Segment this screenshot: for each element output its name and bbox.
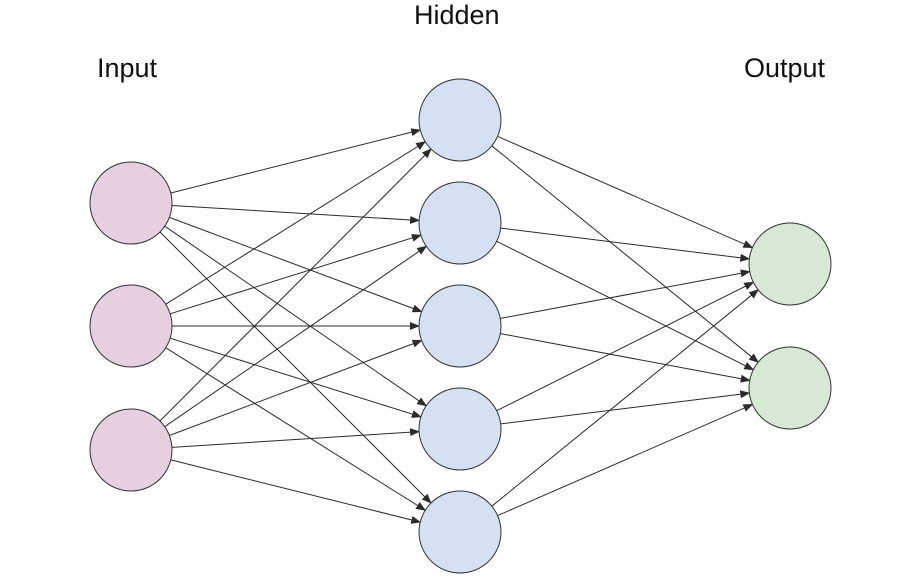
output-layer-label: Output: [744, 53, 826, 83]
hidden-node-2: [418, 181, 502, 265]
connection-input-2-to-hidden-1: [165, 141, 427, 305]
connection-input-1-to-hidden-5: [159, 231, 432, 504]
connection-input-1-to-hidden-4: [164, 225, 428, 407]
connection-input-1-to-hidden-1: [170, 128, 422, 194]
connection-input-3-to-hidden-1: [159, 148, 432, 422]
connection-hidden-1-to-output-1: [497, 135, 754, 249]
connections: [159, 128, 759, 524]
hidden-node-5: [418, 490, 502, 574]
connection-input-3-to-hidden-3: [169, 339, 423, 436]
connection-hidden-1-to-output-2: [491, 145, 759, 363]
connection-input-1-to-hidden-3: [169, 216, 423, 313]
connection-input-2-to-hidden-4: [169, 337, 422, 418]
hidden-layer-label: Hidden: [414, 0, 500, 30]
input-node-2: [89, 284, 173, 368]
input-layer-label: Input: [97, 53, 158, 83]
connection-hidden-3-to-output-2: [500, 333, 751, 383]
connection-input-3-to-hidden-2: [164, 245, 428, 428]
connection-hidden-5-to-output-2: [497, 403, 754, 517]
hidden-node-4: [418, 387, 502, 471]
neurons: [89, 78, 832, 574]
connection-input-3-to-hidden-5: [170, 459, 422, 524]
connection-input-3-to-hidden-4: [171, 428, 421, 448]
connection-input-2-to-hidden-2: [169, 234, 422, 315]
connection-hidden-4-to-output-2: [500, 390, 751, 425]
output-node-1: [748, 222, 832, 306]
connection-input-2-to-hidden-5: [165, 347, 427, 511]
output-node-2: [748, 346, 832, 430]
input-node-3: [89, 408, 173, 492]
connection-hidden-5-to-output-1: [491, 289, 759, 507]
connection-hidden-3-to-output-1: [500, 269, 751, 319]
connection-input-1-to-hidden-2: [171, 205, 421, 224]
hidden-node-1: [418, 78, 502, 162]
connection-hidden-2-to-output-2: [496, 240, 755, 371]
connection-hidden-4-to-output-1: [496, 281, 755, 412]
input-node-1: [89, 161, 173, 245]
hidden-node-3: [418, 284, 502, 368]
connection-hidden-2-to-output-1: [500, 227, 751, 262]
